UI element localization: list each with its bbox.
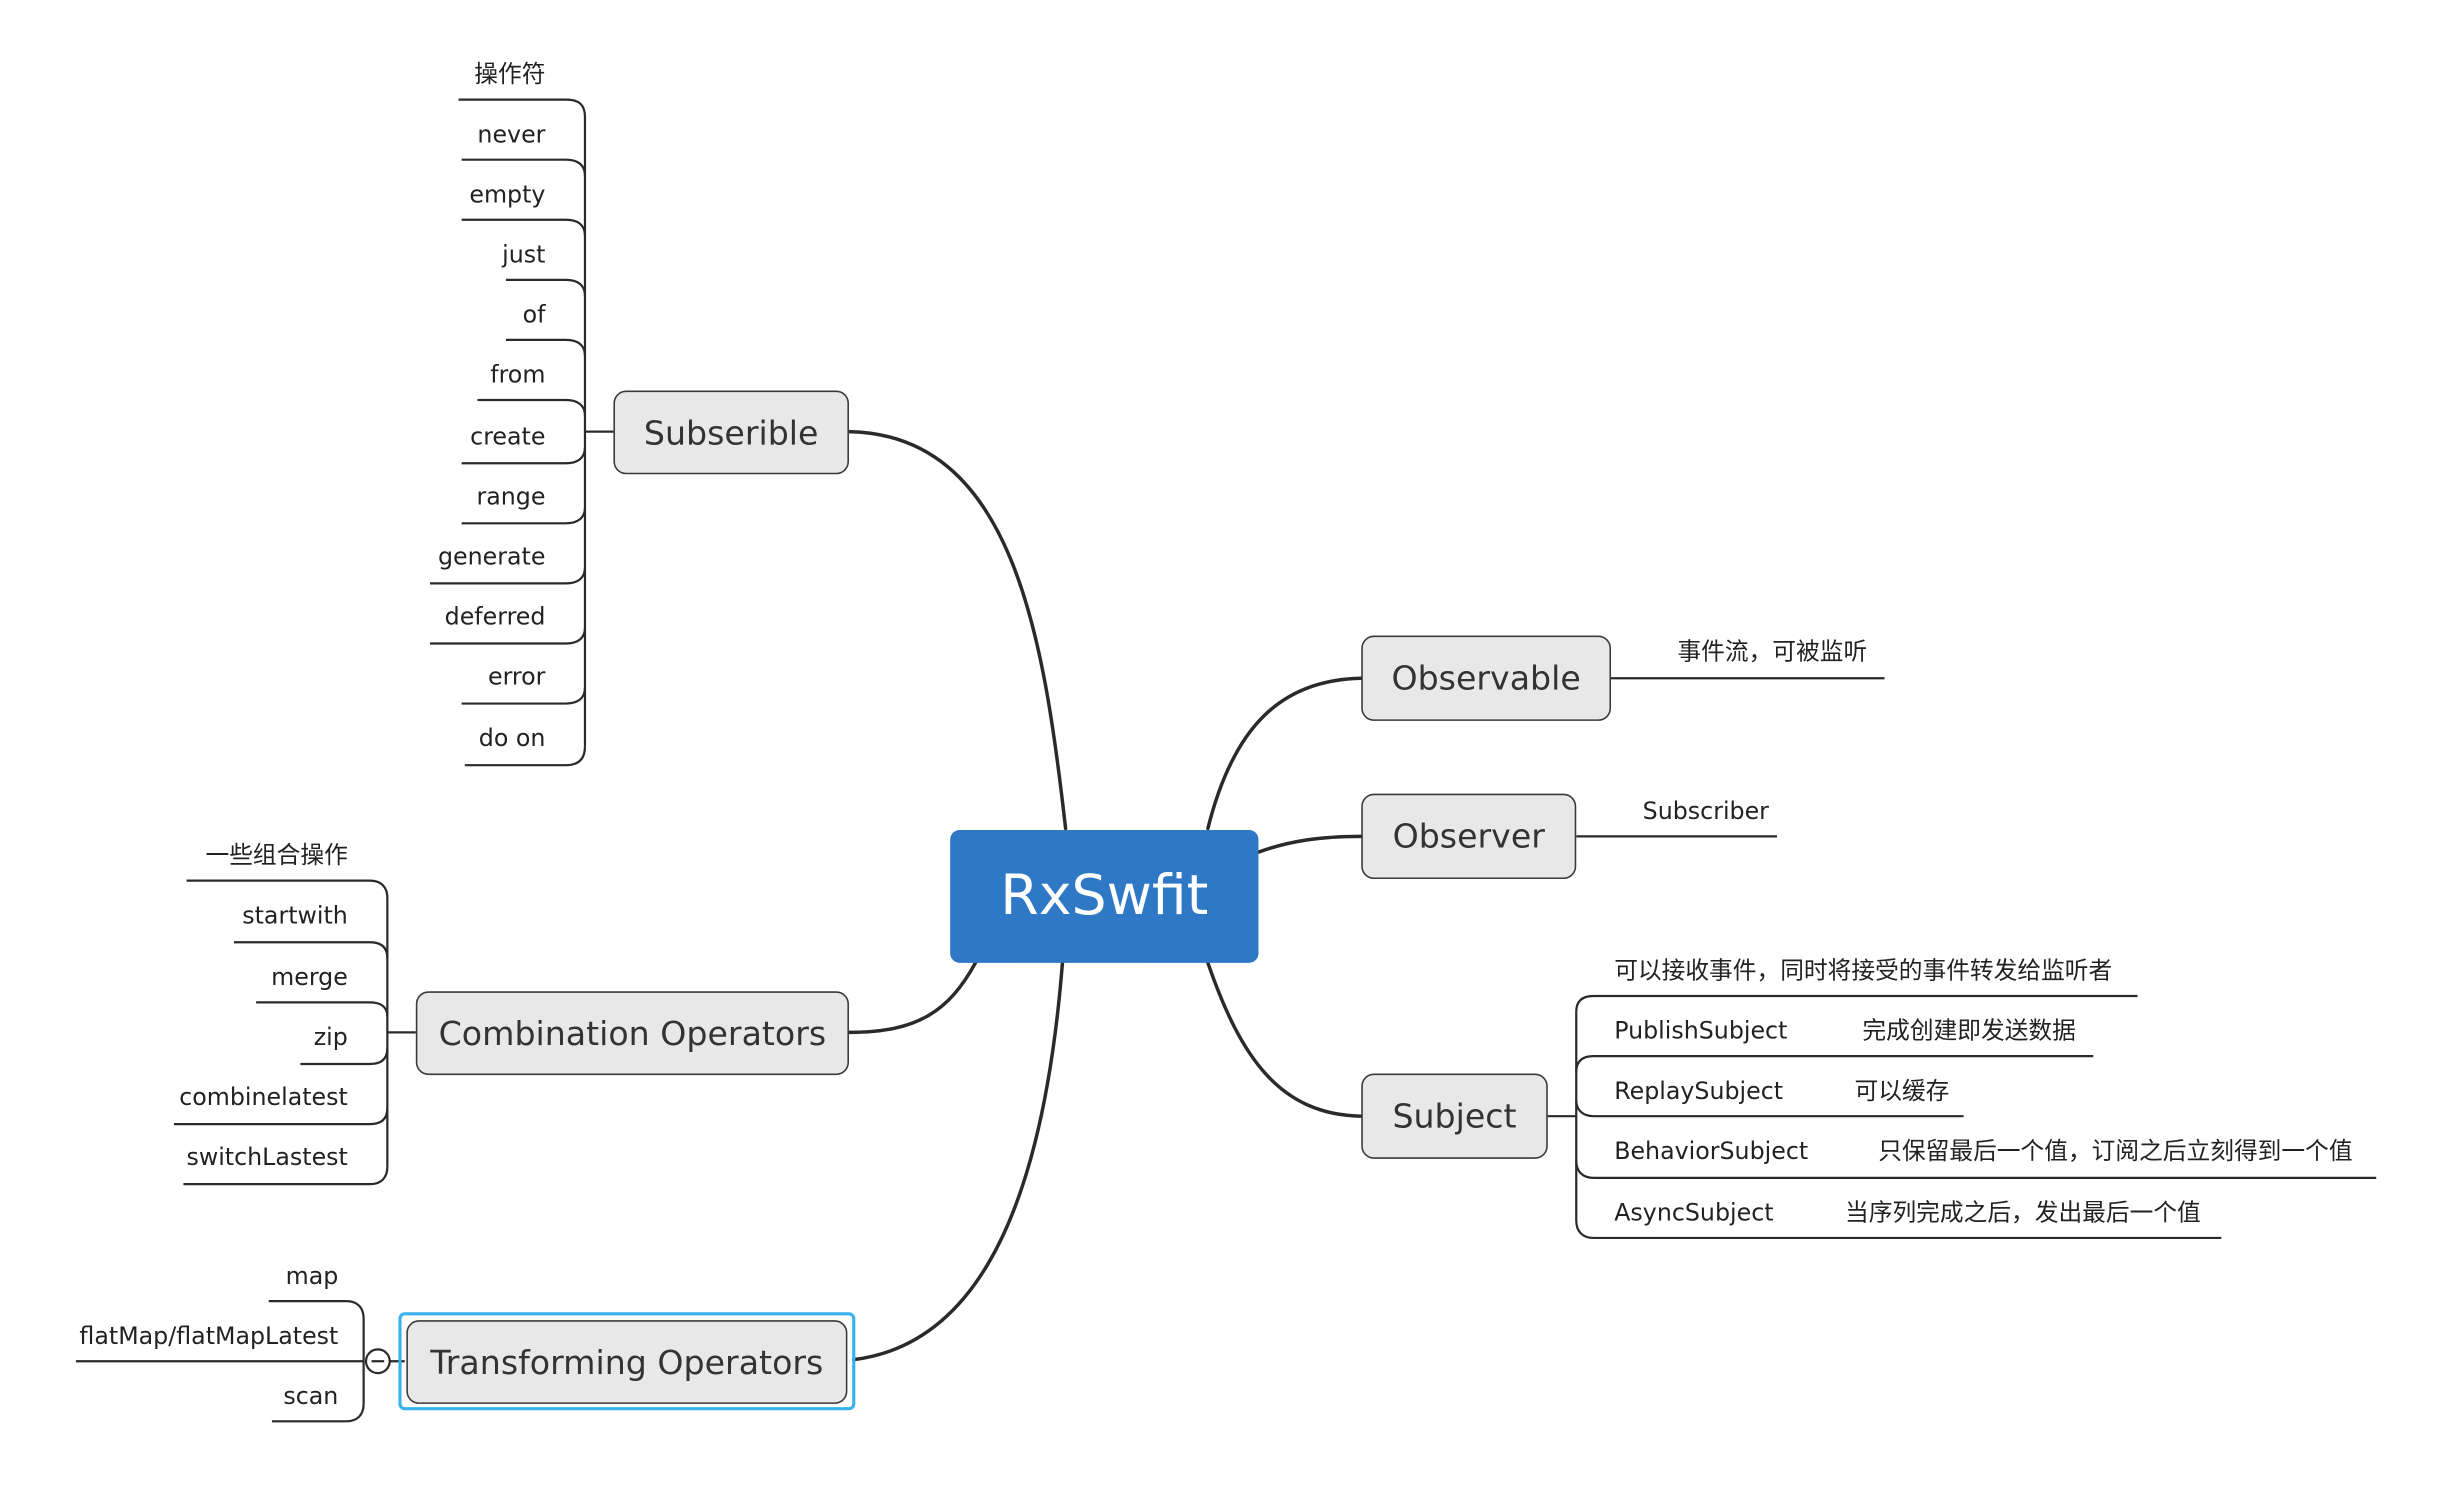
subtopic-label[interactable]: just [502, 240, 546, 269]
subtopic-label[interactable]: range [476, 482, 546, 511]
subject-type-note[interactable]: 完成创建即发送数据 [1862, 1016, 2076, 1046]
subject-type-note[interactable]: 只保留最后一个值，订阅之后立刻得到一个值 [1878, 1136, 2353, 1166]
subtopic-label[interactable]: 操作符 [474, 60, 546, 89]
subtopic-label[interactable]: generate [437, 542, 546, 571]
subtopic-label[interactable]: flatMap/flatMapLatest [79, 1321, 339, 1351]
subtopic-label[interactable]: never [477, 120, 546, 149]
branch-subscrible [847, 429, 1068, 831]
subtopic-label[interactable]: empty [469, 180, 546, 209]
subject-type-label[interactable]: ReplaySubject [1614, 1076, 1784, 1106]
topic-observer[interactable]: Observer [1361, 793, 1577, 880]
topic-subscrible[interactable]: Subserible [613, 390, 849, 475]
subtopic-label[interactable]: 一些组合操作 [205, 841, 348, 870]
selection-outline [398, 1312, 856, 1411]
subtopic-label[interactable]: error [488, 662, 546, 691]
subject-description[interactable]: 可以接收事件，同时将接受的事件转发给监听者 [1614, 956, 2113, 985]
subtopic-label[interactable]: deferred [444, 602, 546, 631]
subtopic-label[interactable]: merge [271, 962, 348, 992]
topic-subject[interactable]: Subject [1361, 1073, 1548, 1159]
subtopic-label[interactable]: scan [283, 1381, 339, 1411]
subject-type-note[interactable]: 可以缓存 [1854, 1076, 1950, 1106]
subtopic-label[interactable]: combinelatest [179, 1082, 348, 1112]
branch-transforming [852, 961, 1065, 1362]
subtopic-label[interactable]: switchLastest [186, 1143, 348, 1172]
branch-observer [1256, 834, 1363, 854]
subtopic-label[interactable]: of [522, 300, 546, 329]
central-topic[interactable]: RxSwfit [950, 830, 1259, 963]
branch-subject [1206, 961, 1363, 1118]
collapse-toggle-icon[interactable] [364, 1348, 391, 1375]
topic-combination-operators[interactable]: Combination Operators [415, 991, 849, 1076]
branch-observable [1206, 676, 1363, 831]
observer-note[interactable]: Subscriber [1642, 796, 1769, 826]
subject-type-label[interactable]: BehaviorSubject [1614, 1136, 1809, 1166]
subject-type-note[interactable]: 当序列完成之后，发出最后一个值 [1845, 1198, 2201, 1227]
subtopic-label[interactable]: map [285, 1261, 339, 1291]
subtopic-label[interactable]: startwith [242, 901, 348, 930]
subtopic-label[interactable]: do on [478, 724, 546, 753]
branch-combination [847, 961, 978, 1035]
topic-transforming-operators[interactable]: Transforming Operators [406, 1320, 848, 1404]
subtopic-label[interactable]: create [470, 422, 546, 451]
subtopic-label[interactable]: from [490, 360, 546, 389]
observable-note[interactable]: 事件流，可被监听 [1677, 637, 1868, 666]
subtopic-label[interactable]: zip [313, 1022, 348, 1052]
topic-observable[interactable]: Observable [1361, 635, 1612, 721]
subject-type-label[interactable]: PublishSubject [1614, 1016, 1788, 1046]
subject-type-label[interactable]: AsyncSubject [1614, 1198, 1774, 1227]
